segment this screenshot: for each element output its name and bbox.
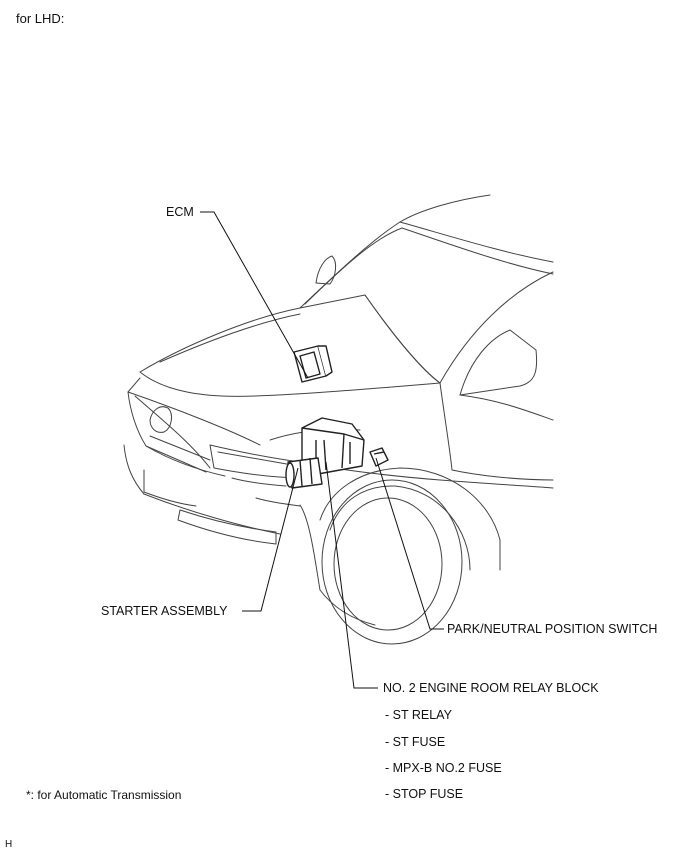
park-neutral-switch-callout: PARK/NEUTRAL POSITION SWITCH [447,622,658,636]
relay-block-item: - ST RELAY [385,708,452,722]
relay-block-item: - ST FUSE [385,735,446,749]
relay-block-callout: NO. 2 ENGINE ROOM RELAY BLOCK [383,681,599,695]
starter-unit [285,457,323,489]
ecm-callout: ECM [166,205,194,219]
ecm-leader-line [200,211,309,379]
corner-mark: H [5,839,13,850]
starter-assembly-callout: STARTER ASSEMBLY [101,604,228,618]
relay-block-item: - MPX-B NO.2 FUSE [385,761,502,775]
relay-block-item: - STOP FUSE [385,787,464,801]
vehicle-outline [123,194,554,645]
park-neutral-leader-line [375,457,444,630]
variant-label: for LHD: [16,11,65,26]
footnote: *: for Automatic Transmission [26,788,182,802]
relay-block-leader-line [325,461,378,689]
starter-leader-line [242,467,299,612]
ecm-unit [293,345,333,383]
park-neutral-switch-unit [369,447,389,467]
